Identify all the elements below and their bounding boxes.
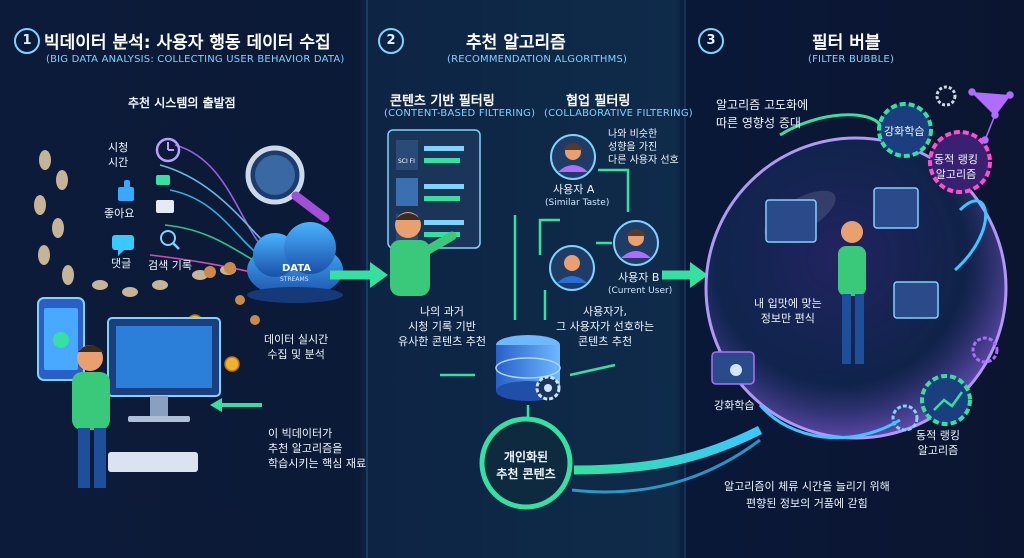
reinforcement-top-label: 강화학습 [884,125,925,138]
personalized-circle [479,416,573,510]
flow-arrow-bottom-2 [571,438,761,494]
connector-arrows [440,168,630,377]
loop-arrow-bottom [758,404,901,440]
loop-arrow-top [779,113,882,137]
search-small-icon [160,230,180,250]
data-cloud-icon [247,222,343,303]
user-preference-label: 사용자가, 그 사용자가 선호하는 콘텐츠 추천 [556,305,655,348]
cloud-label: DATA [282,263,312,274]
flow-arrowhead-1 [370,262,388,288]
phone-icon [37,297,85,381]
step-number-2: 2 [378,28,404,54]
gear-cluster-bottom [891,336,999,432]
gear-icon [535,375,561,401]
person-at-computer [72,345,110,488]
profile-chat-icon [156,175,174,213]
feedback-arrowhead [210,398,222,412]
reinforcement-bottom-label: 강화학습 [714,399,755,412]
section-1-title: 빅데이터 분석: 사용자 행동 데이터 수집 [44,33,331,53]
magnifying-glass-icon [245,145,330,223]
user-b-sublabel: (Current User) [608,286,673,296]
bubble-person [838,221,866,364]
step-number-1: 1 [14,28,40,54]
thumbs-up-icon [118,180,134,201]
user-b-avatar [613,220,659,266]
clock-icon [155,137,181,163]
collab-title: 협업 필터링 [566,94,631,109]
cloud-sublabel: STREAMS [280,276,309,283]
origin-label: 추천 시스템의 출발점 [128,96,236,110]
scifi-card-label: SCI FI [398,158,415,165]
person-pointing [390,212,457,296]
search-history-label: 검색 기록 [148,259,192,272]
bubble-screens [765,187,939,319]
chat-window-icon [711,351,755,385]
past-history-label: 나의 과거 시청 기록 기반 유사한 콘텐츠 추천 [398,305,486,348]
flow-arrow-bottom [573,425,763,475]
core-material-label: 이 빅데이터가 추천 알고리즘을 학습시키는 핵심 재료 [268,427,367,470]
section-3-title: 필터 버블 [812,33,881,53]
dynamic-ranking-bottom-label: 동적 랭킹 알고리즘 [916,429,960,457]
network-icon [968,88,1014,144]
realtime-label: 데이터 실시간 수집 및 분석 [264,333,329,361]
user-b-label: 사용자 B [618,271,660,284]
keyboard-icon [108,452,198,472]
personalized-content-label: 개인화된 추천 콘텐츠 [496,450,556,481]
user-a-avatar [550,134,596,180]
cookies-icon [204,262,260,325]
monitor-icon [107,317,221,422]
trapped-label: 알고리즘이 체류 시간을 늘리기 위해 편향된 정보의 거품에 갇힘 [724,480,890,510]
dynamic-ranking-top-label: 동적 랭킹 알고리즘 [934,153,978,181]
similar-preference-label: 나와 비슷한 성향을 가진 다른 사용자 선호 [608,129,679,166]
gear-cluster-top [877,85,992,194]
watch-time-label: 시청 시간 [108,141,129,169]
flow-arrowhead-2 [690,262,708,288]
user-a-label: 사용자 A [553,183,595,196]
step-number-3: 3 [698,28,724,54]
likes-label: 좋아요 [104,207,135,220]
current-user-avatar [549,245,595,291]
content-based-title: 콘텐츠 기반 필터링 [390,94,495,109]
collab-subtitle: (COLLABORATIVE FILTERING) [544,108,693,119]
section-2-title: 추천 알고리즘 [466,33,566,53]
content-based-subtitle: (CONTENT-BASED FILTERING) [384,108,536,119]
section-3-subtitle: (FILTER BUBBLE) [808,54,895,65]
my-taste-label: 내 입맛에 맞는 정보만 편식 [754,297,822,325]
comments-label: 댓글 [111,257,132,270]
section-1-subtitle: (BIG DATA ANALYSIS: COLLECTING USER BEHA… [46,54,345,65]
loop-arrow-right [954,199,988,272]
section-2-subtitle: (RECOMMENDATION ALGORITHMS) [447,54,628,65]
comment-icon [112,235,134,256]
user-a-sublabel: (Similar Taste) [545,198,610,208]
influence-label: 알고리즘 고도화에 따른 영향성 증대 [716,98,809,130]
